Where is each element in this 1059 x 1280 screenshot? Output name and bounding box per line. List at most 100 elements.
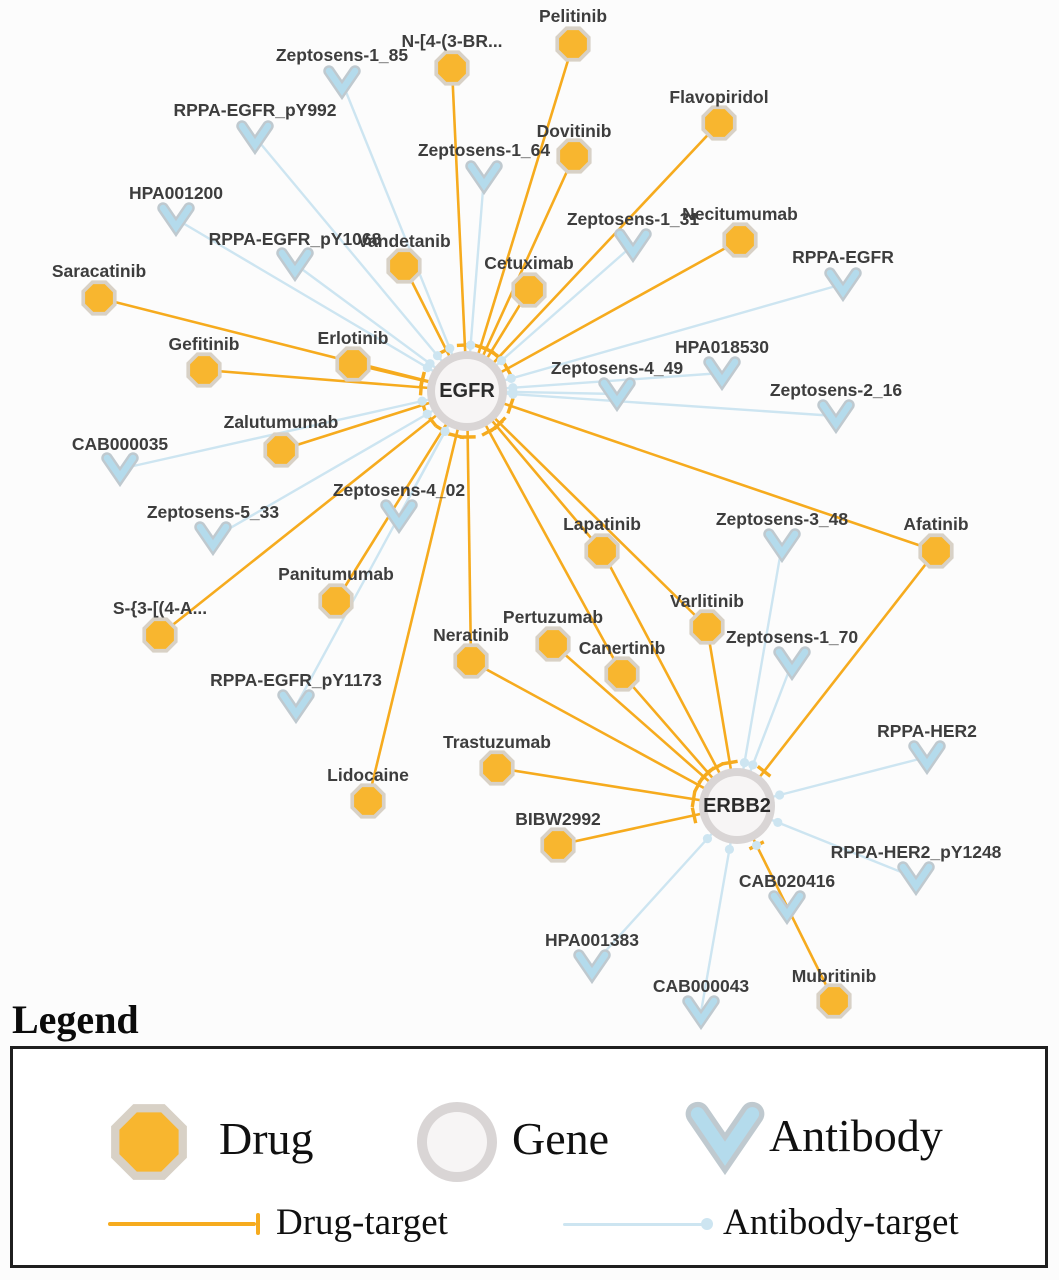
drug-label-bibw2992: BIBW2992 <box>515 809 601 829</box>
antibody-label-zeptosens-5-33: Zeptosens-5_33 <box>147 502 280 522</box>
edge-dot-marker <box>775 790 785 800</box>
drug-label-trastuzumab: Trastuzumab <box>443 732 551 752</box>
drug-node-lidocaine <box>354 787 382 815</box>
inhibition-tee-marker <box>418 379 424 396</box>
inhibition-tee-marker <box>721 759 738 766</box>
antibody-label-cab000043: CAB000043 <box>653 976 750 996</box>
drug-edge-afatinib-EGFR <box>466 389 937 553</box>
antibody-edge-cab000035-EGFR <box>119 389 468 471</box>
antibody-edge-rppa-egfr-py1173-EGFR <box>294 390 469 707</box>
drug-node-lapatinib <box>588 537 616 565</box>
gene-node-EGFR <box>435 359 499 423</box>
drug-label-afatinib: Afatinib <box>903 514 968 534</box>
antibody-edge-rppa-egfr-EGFR <box>466 282 844 393</box>
drug-label-saracatinib: Saracatinib <box>52 261 146 281</box>
drug-icon <box>111 1104 187 1180</box>
drug-label-canertinib: Canertinib <box>579 638 666 658</box>
drug-node-bibw2992 <box>544 831 572 859</box>
antibody-target-dot-marker <box>701 1218 713 1230</box>
inhibition-tee-marker <box>756 765 772 778</box>
drug-node-mubritinib <box>820 987 848 1015</box>
gene-label-EGFR: EGFR <box>439 380 495 402</box>
antibody-node-rppa-egfr-py992 <box>236 120 274 156</box>
drug-edge-neratinib-ERBB2 <box>470 659 738 808</box>
antibody-node-zeptosens-1-85 <box>323 65 361 101</box>
antibody-node-rppa-her2 <box>908 740 946 776</box>
antibody-node-zeptosens-2-16 <box>817 399 855 435</box>
drug-node-trastuzumab <box>483 754 511 782</box>
inhibition-tee-marker <box>492 416 507 431</box>
antibody-node-zeptosens-1-70 <box>773 646 811 682</box>
antibody-icon <box>685 1101 765 1176</box>
antibody-label-zeptosens-4-49: Zeptosens-4_49 <box>551 358 684 378</box>
edge-dot-marker <box>751 840 762 851</box>
drug-node-varlitinib <box>693 613 721 641</box>
edge-dot-marker <box>506 373 516 384</box>
antibody-node-zeptosens-4-49 <box>598 377 636 413</box>
antibody-label-rppa-egfr-py992: RPPA-EGFR_pY992 <box>173 100 336 120</box>
gene-glyph <box>427 1112 487 1172</box>
drug-edge-canertinib-EGFR <box>465 390 624 675</box>
antibody-target-edge-sample <box>563 1223 703 1226</box>
drug-label-n-4-3-br: N-[4-(3-BR... <box>401 31 502 51</box>
inhibition-tee-marker <box>506 397 515 414</box>
drug-label-cetuximab: Cetuximab <box>484 253 573 273</box>
gene-label-ERBB2: ERBB2 <box>703 795 771 817</box>
drug-edge-dovitinib-EGFR <box>465 155 576 392</box>
antibody-node-zeptosens-1-31 <box>614 228 652 264</box>
antibody-label-rppa-egfr: RPPA-EGFR <box>792 247 894 267</box>
antibody-label-hpa001200: HPA001200 <box>129 183 223 203</box>
antibody-node-zeptosens-5-33 <box>194 521 232 557</box>
drug-glyph <box>119 1112 179 1172</box>
drug-edge-gefitinib-EGFR <box>203 368 468 393</box>
drug-node-zalutumumab <box>267 436 295 464</box>
edge-dot-marker <box>702 834 713 844</box>
inhibition-tee-marker <box>690 807 698 824</box>
drug-label-lidocaine: Lidocaine <box>327 765 409 785</box>
drug-label-mubritinib: Mubritinib <box>792 966 877 986</box>
drug-edge-lidocaine-EGFR <box>366 390 469 802</box>
antibody-label-rppa-her2: RPPA-HER2 <box>877 721 977 741</box>
drug-label-dovitinib: Dovitinib <box>537 121 612 141</box>
drug-node-neratinib <box>457 647 485 675</box>
drug-edge-s-3-4-a-EGFR <box>159 389 468 637</box>
drug-label-varlitinib: Varlitinib <box>670 591 744 611</box>
nodes <box>81 26 954 1031</box>
drug-node-s-3-4-a <box>146 621 174 649</box>
legend-antibody-label: Antibody <box>769 1110 943 1161</box>
edge-dot-marker <box>508 389 518 399</box>
drug-label-vandetanib: Vandetanib <box>357 231 450 251</box>
drug-edge-n-4-3-br-EGFR <box>450 67 469 392</box>
antibody-label-hpa018530: HPA018530 <box>675 337 769 357</box>
edge-dot-marker <box>748 760 758 770</box>
drug-edge-necitumumab-EGFR <box>466 238 741 393</box>
legend-antibody-target-label: Antibody-target <box>723 1202 959 1243</box>
drug-edge-neratinib-EGFR <box>465 390 473 662</box>
inhibition-tee-marker <box>690 790 697 808</box>
antibody-label-hpa001383: HPA001383 <box>545 930 639 950</box>
drug-target-tee-marker <box>256 1213 260 1235</box>
antibody-label-rppa-egfr-py1068: RPPA-EGFR_pY1068 <box>209 229 382 249</box>
edge-markers <box>417 340 785 854</box>
drug-node-n-4-3-br <box>438 54 466 82</box>
antibody-label-zeptosens-1-31: Zeptosens-1_31 <box>567 209 700 229</box>
antibody-label-zeptosens-2-16: Zeptosens-2_16 <box>770 380 903 400</box>
drug-label-panitumumab: Panitumumab <box>278 564 394 584</box>
drug-edge-lapatinib-ERBB2 <box>600 550 739 807</box>
drug-edge-trastuzumab-ERBB2 <box>496 766 738 808</box>
edge-dot-marker <box>724 844 735 854</box>
edge-dot-marker <box>440 426 450 437</box>
drug-node-gefitinib <box>190 356 218 384</box>
gene-node-ERBB2 <box>707 776 767 836</box>
drug-node-saracatinib <box>85 284 113 312</box>
edge-dot-marker <box>425 359 435 369</box>
drug-node-necitumumab <box>726 226 754 254</box>
drug-label-zalutumumab: Zalutumumab <box>224 412 339 432</box>
legend-drug-label: Drug <box>219 1113 314 1164</box>
drug-node-canertinib <box>608 660 636 688</box>
drug-node-afatinib <box>922 537 950 565</box>
inhibition-tee-marker <box>700 766 716 780</box>
drug-label-pertuzumab: Pertuzumab <box>503 607 603 627</box>
antibody-node-cab020416 <box>768 890 806 926</box>
inhibition-tee-marker <box>693 777 704 793</box>
